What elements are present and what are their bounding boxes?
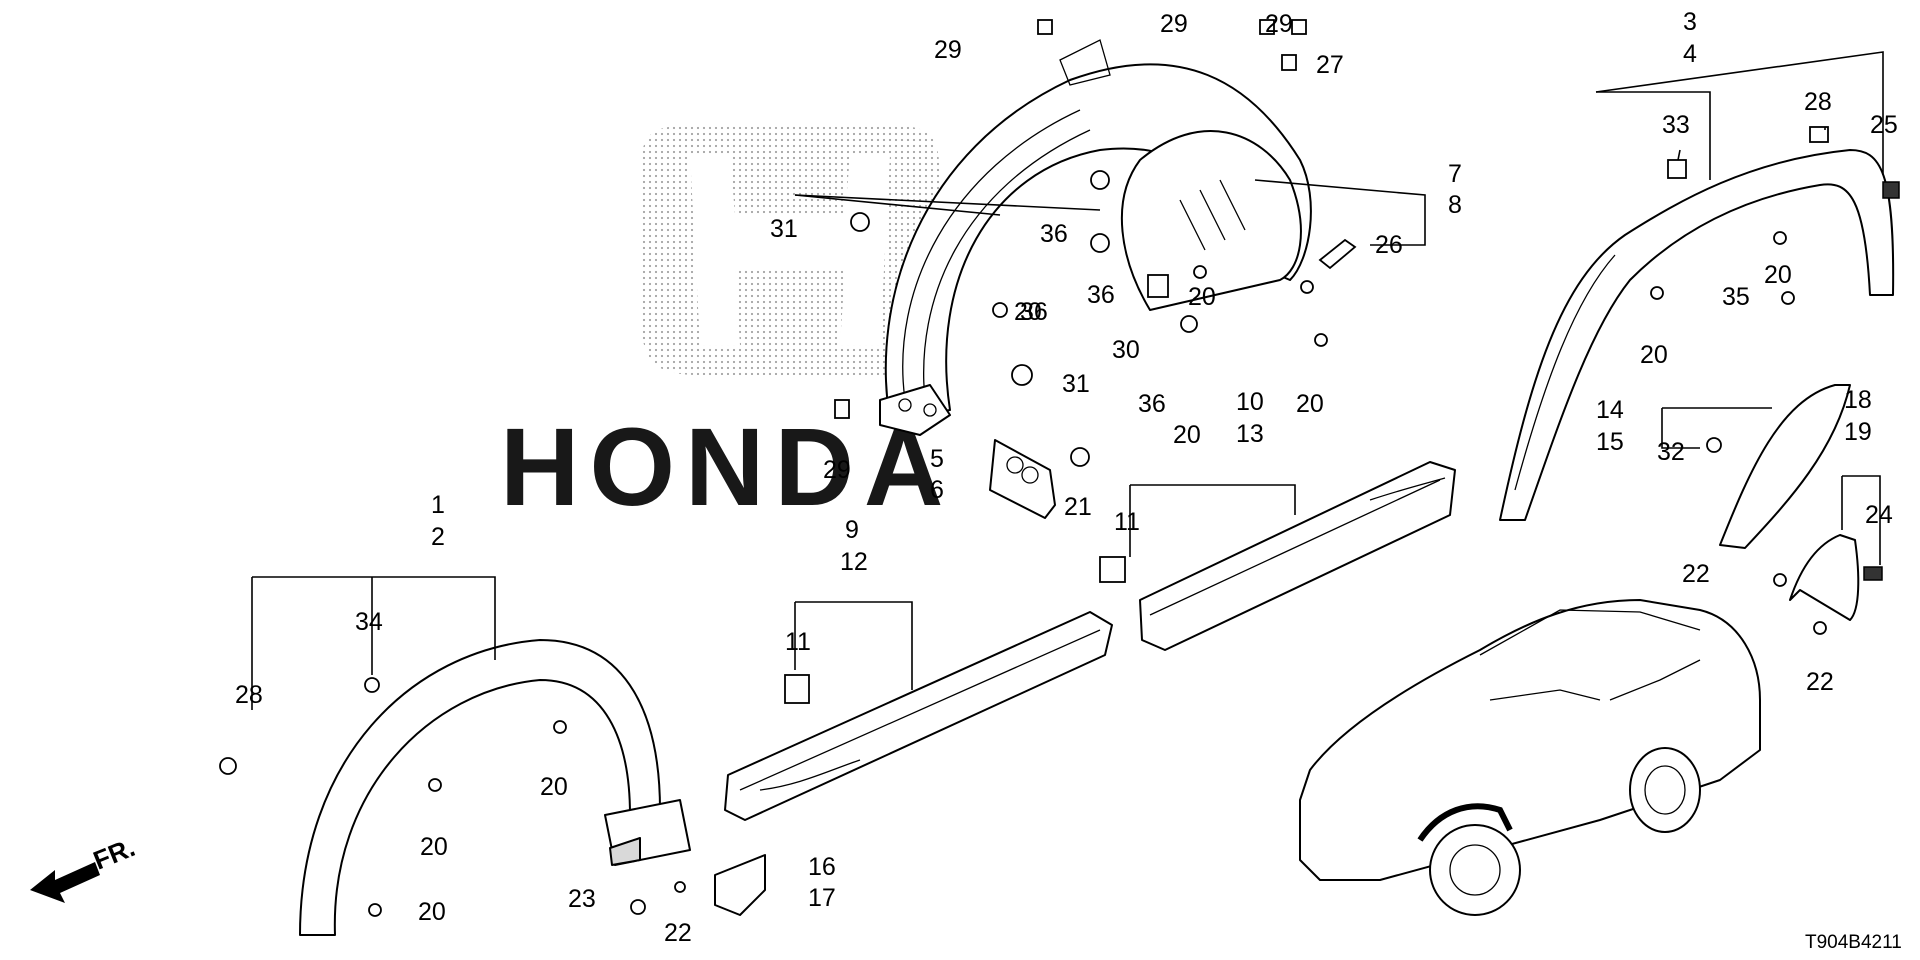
callout-29: 29 — [823, 456, 851, 484]
callout-20: 20 — [1296, 390, 1324, 418]
fasteners — [219, 19, 1900, 917]
callout-28: 28 — [235, 681, 263, 709]
front-side-sill-garnish — [724, 611, 1113, 821]
callout-4: 4 — [1683, 40, 1697, 68]
callout-20: 20 — [1640, 341, 1668, 369]
callout-36: 36 — [1040, 220, 1068, 248]
callout-10: 10 — [1236, 388, 1264, 416]
callout-9: 9 — [845, 516, 859, 544]
callout-26: 26 — [1375, 231, 1403, 259]
callout-30: 30 — [1112, 336, 1140, 364]
callout-5: 5 — [930, 445, 944, 473]
callout-3: 3 — [1683, 8, 1697, 36]
rear-side-sill-garnish — [1139, 461, 1456, 651]
leader-lines — [251, 51, 1884, 710]
callout-28: 28 — [1804, 88, 1832, 116]
callout-17: 17 — [808, 884, 836, 912]
inner-fender — [879, 39, 1312, 436]
callout-22: 22 — [1806, 668, 1834, 696]
callout-24: 24 — [1865, 501, 1893, 529]
callout-34: 34 — [355, 608, 383, 636]
rear-arch-garnish — [1499, 149, 1895, 521]
callout-23: 23 — [568, 885, 596, 913]
rear-arch-extension — [1719, 384, 1851, 549]
honda-watermark-logo: HONDA — [500, 125, 953, 529]
callout-14: 14 — [1596, 396, 1624, 424]
callout-20: 20 — [1764, 261, 1792, 289]
callout-20: 20 — [420, 833, 448, 861]
callout-21: 21 — [1064, 493, 1092, 521]
callout-36: 36 — [1020, 298, 1048, 326]
callout-8: 8 — [1448, 191, 1462, 219]
callout-22: 22 — [664, 919, 692, 947]
callout-12: 12 — [840, 548, 868, 576]
callout-27: 27 — [1316, 51, 1344, 79]
callout-35: 35 — [1722, 283, 1750, 311]
callout-36: 36 — [1138, 390, 1166, 418]
front-direction-arrow: FR. — [30, 832, 139, 903]
watermark-text: HONDA — [500, 406, 953, 529]
callout-29: 29 — [934, 36, 962, 64]
callout-7: 7 — [1448, 160, 1462, 188]
callout-29: 29 — [1265, 10, 1293, 38]
diagram-code: T904B4211 — [1805, 932, 1902, 953]
front-arch-garnish — [299, 639, 691, 936]
callout-13: 13 — [1236, 420, 1264, 448]
callout-20: 20 — [418, 898, 446, 926]
callout-29: 29 — [1160, 10, 1188, 38]
bracket-5-6 — [989, 439, 1056, 519]
callout-labels: 1 2 34 28 20 20 20 23 22 16 17 9 12 11 1… — [235, 8, 1898, 947]
vehicle-locator — [1299, 599, 1761, 916]
callout-6: 6 — [930, 476, 944, 504]
callout-36: 36 — [1087, 281, 1115, 309]
callout-16: 16 — [808, 853, 836, 881]
callout-22: 22 — [1682, 560, 1710, 588]
callout-31: 31 — [770, 215, 798, 243]
callout-1: 1 — [431, 491, 445, 519]
callout-11: 11 — [785, 628, 811, 656]
callout-25: 25 — [1870, 111, 1898, 139]
callout-2: 2 — [431, 523, 445, 551]
callout-18: 18 — [1844, 386, 1872, 414]
callout-19: 19 — [1844, 418, 1872, 446]
rear-mudguard — [1789, 534, 1860, 621]
callout-15: 15 — [1596, 428, 1624, 456]
front-mudguard — [714, 854, 766, 916]
callout-11: 11 — [1114, 508, 1140, 536]
callout-33: 33 — [1662, 111, 1690, 139]
callout-20: 20 — [1173, 421, 1201, 449]
callout-31: 31 — [1062, 370, 1090, 398]
callout-20: 20 — [1014, 298, 1042, 326]
callout-32: 32 — [1657, 438, 1685, 466]
callout-20: 20 — [540, 773, 568, 801]
callout-20: 20 — [1188, 283, 1216, 311]
